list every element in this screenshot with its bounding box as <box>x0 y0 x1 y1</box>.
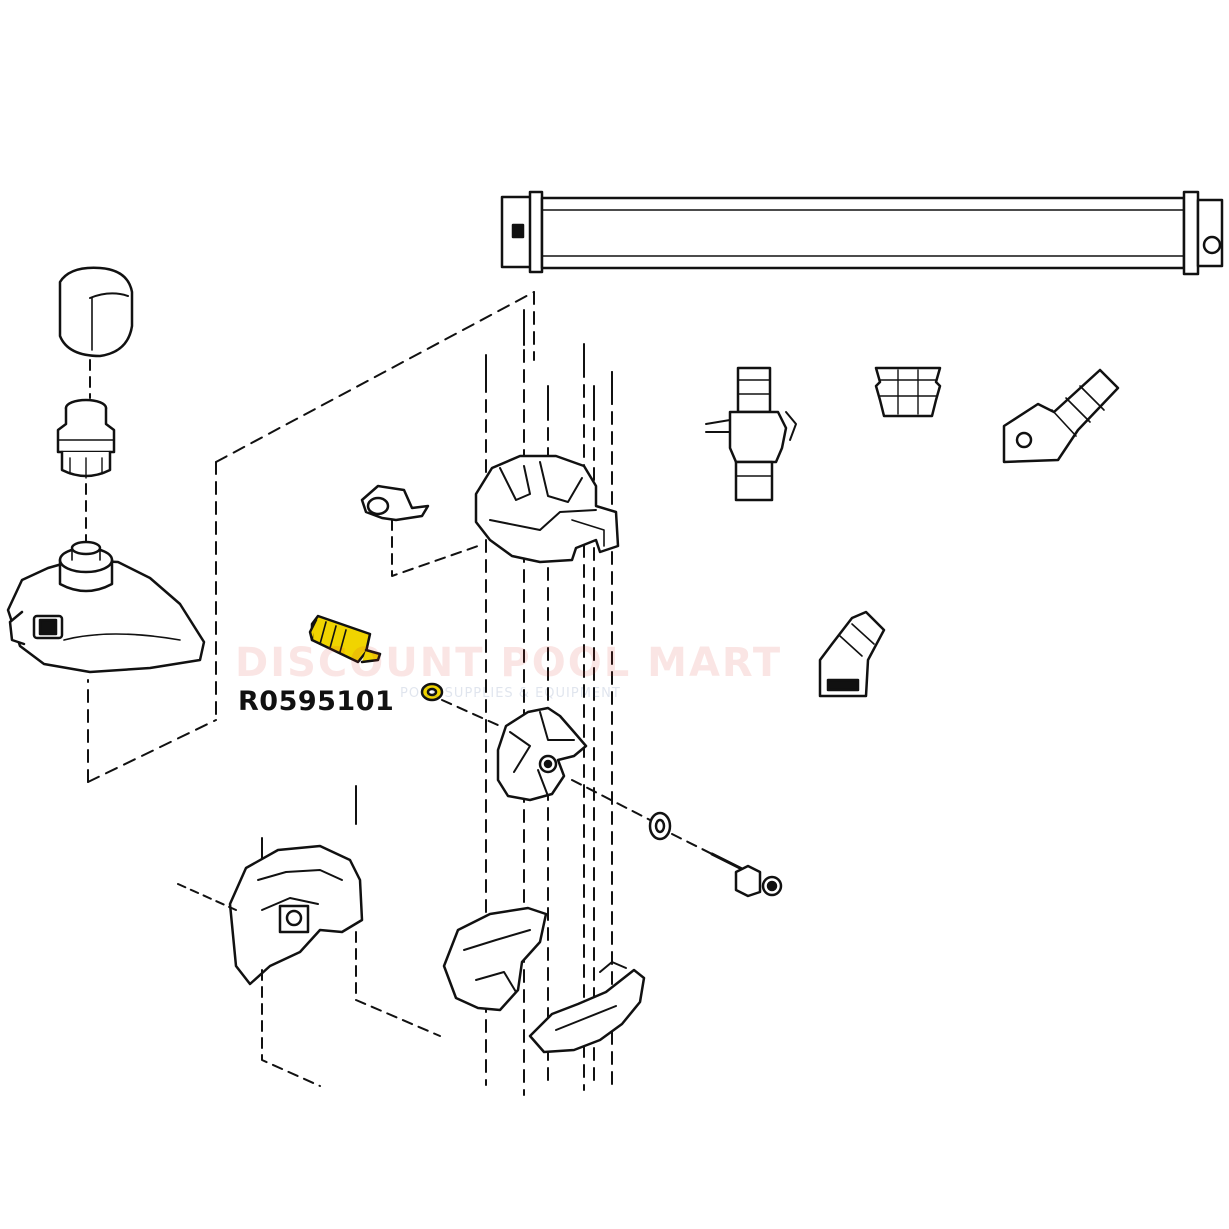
impeller <box>496 706 588 802</box>
leader-line <box>261 969 321 1087</box>
leader-line <box>441 699 501 727</box>
turbine-housing <box>474 454 620 564</box>
leader-line <box>355 931 441 1037</box>
washer <box>648 811 672 841</box>
hose-tube <box>500 190 1224 276</box>
assembly-plane-outline <box>87 291 535 783</box>
retaining-clip <box>360 484 430 522</box>
lower-housing-right <box>528 961 646 1054</box>
swivel-cap <box>58 266 134 358</box>
leader-line <box>571 779 651 821</box>
elbow-fitting-small <box>818 610 886 698</box>
part-number-label: R0595101 <box>238 686 395 717</box>
diaphragm-grommet <box>874 366 942 418</box>
watermark-brand: DISCOUNT POOL MART <box>235 640 783 686</box>
top-cover <box>6 540 206 674</box>
screws <box>261 311 613 873</box>
leader-line <box>177 883 237 911</box>
swivel-nut <box>56 398 116 479</box>
watermark-tagline: POOL SUPPLIES & EQUIPMENT <box>400 686 621 701</box>
regulator-valve <box>705 366 797 502</box>
elbow-fitting-large <box>1002 368 1120 464</box>
leader-line <box>391 519 479 577</box>
lower-housing-center <box>442 906 548 1012</box>
leader-line <box>671 833 713 855</box>
shaft-assembly <box>710 852 783 898</box>
lower-housing-left <box>228 844 364 986</box>
highlighted-part-r0595101 <box>308 614 444 702</box>
